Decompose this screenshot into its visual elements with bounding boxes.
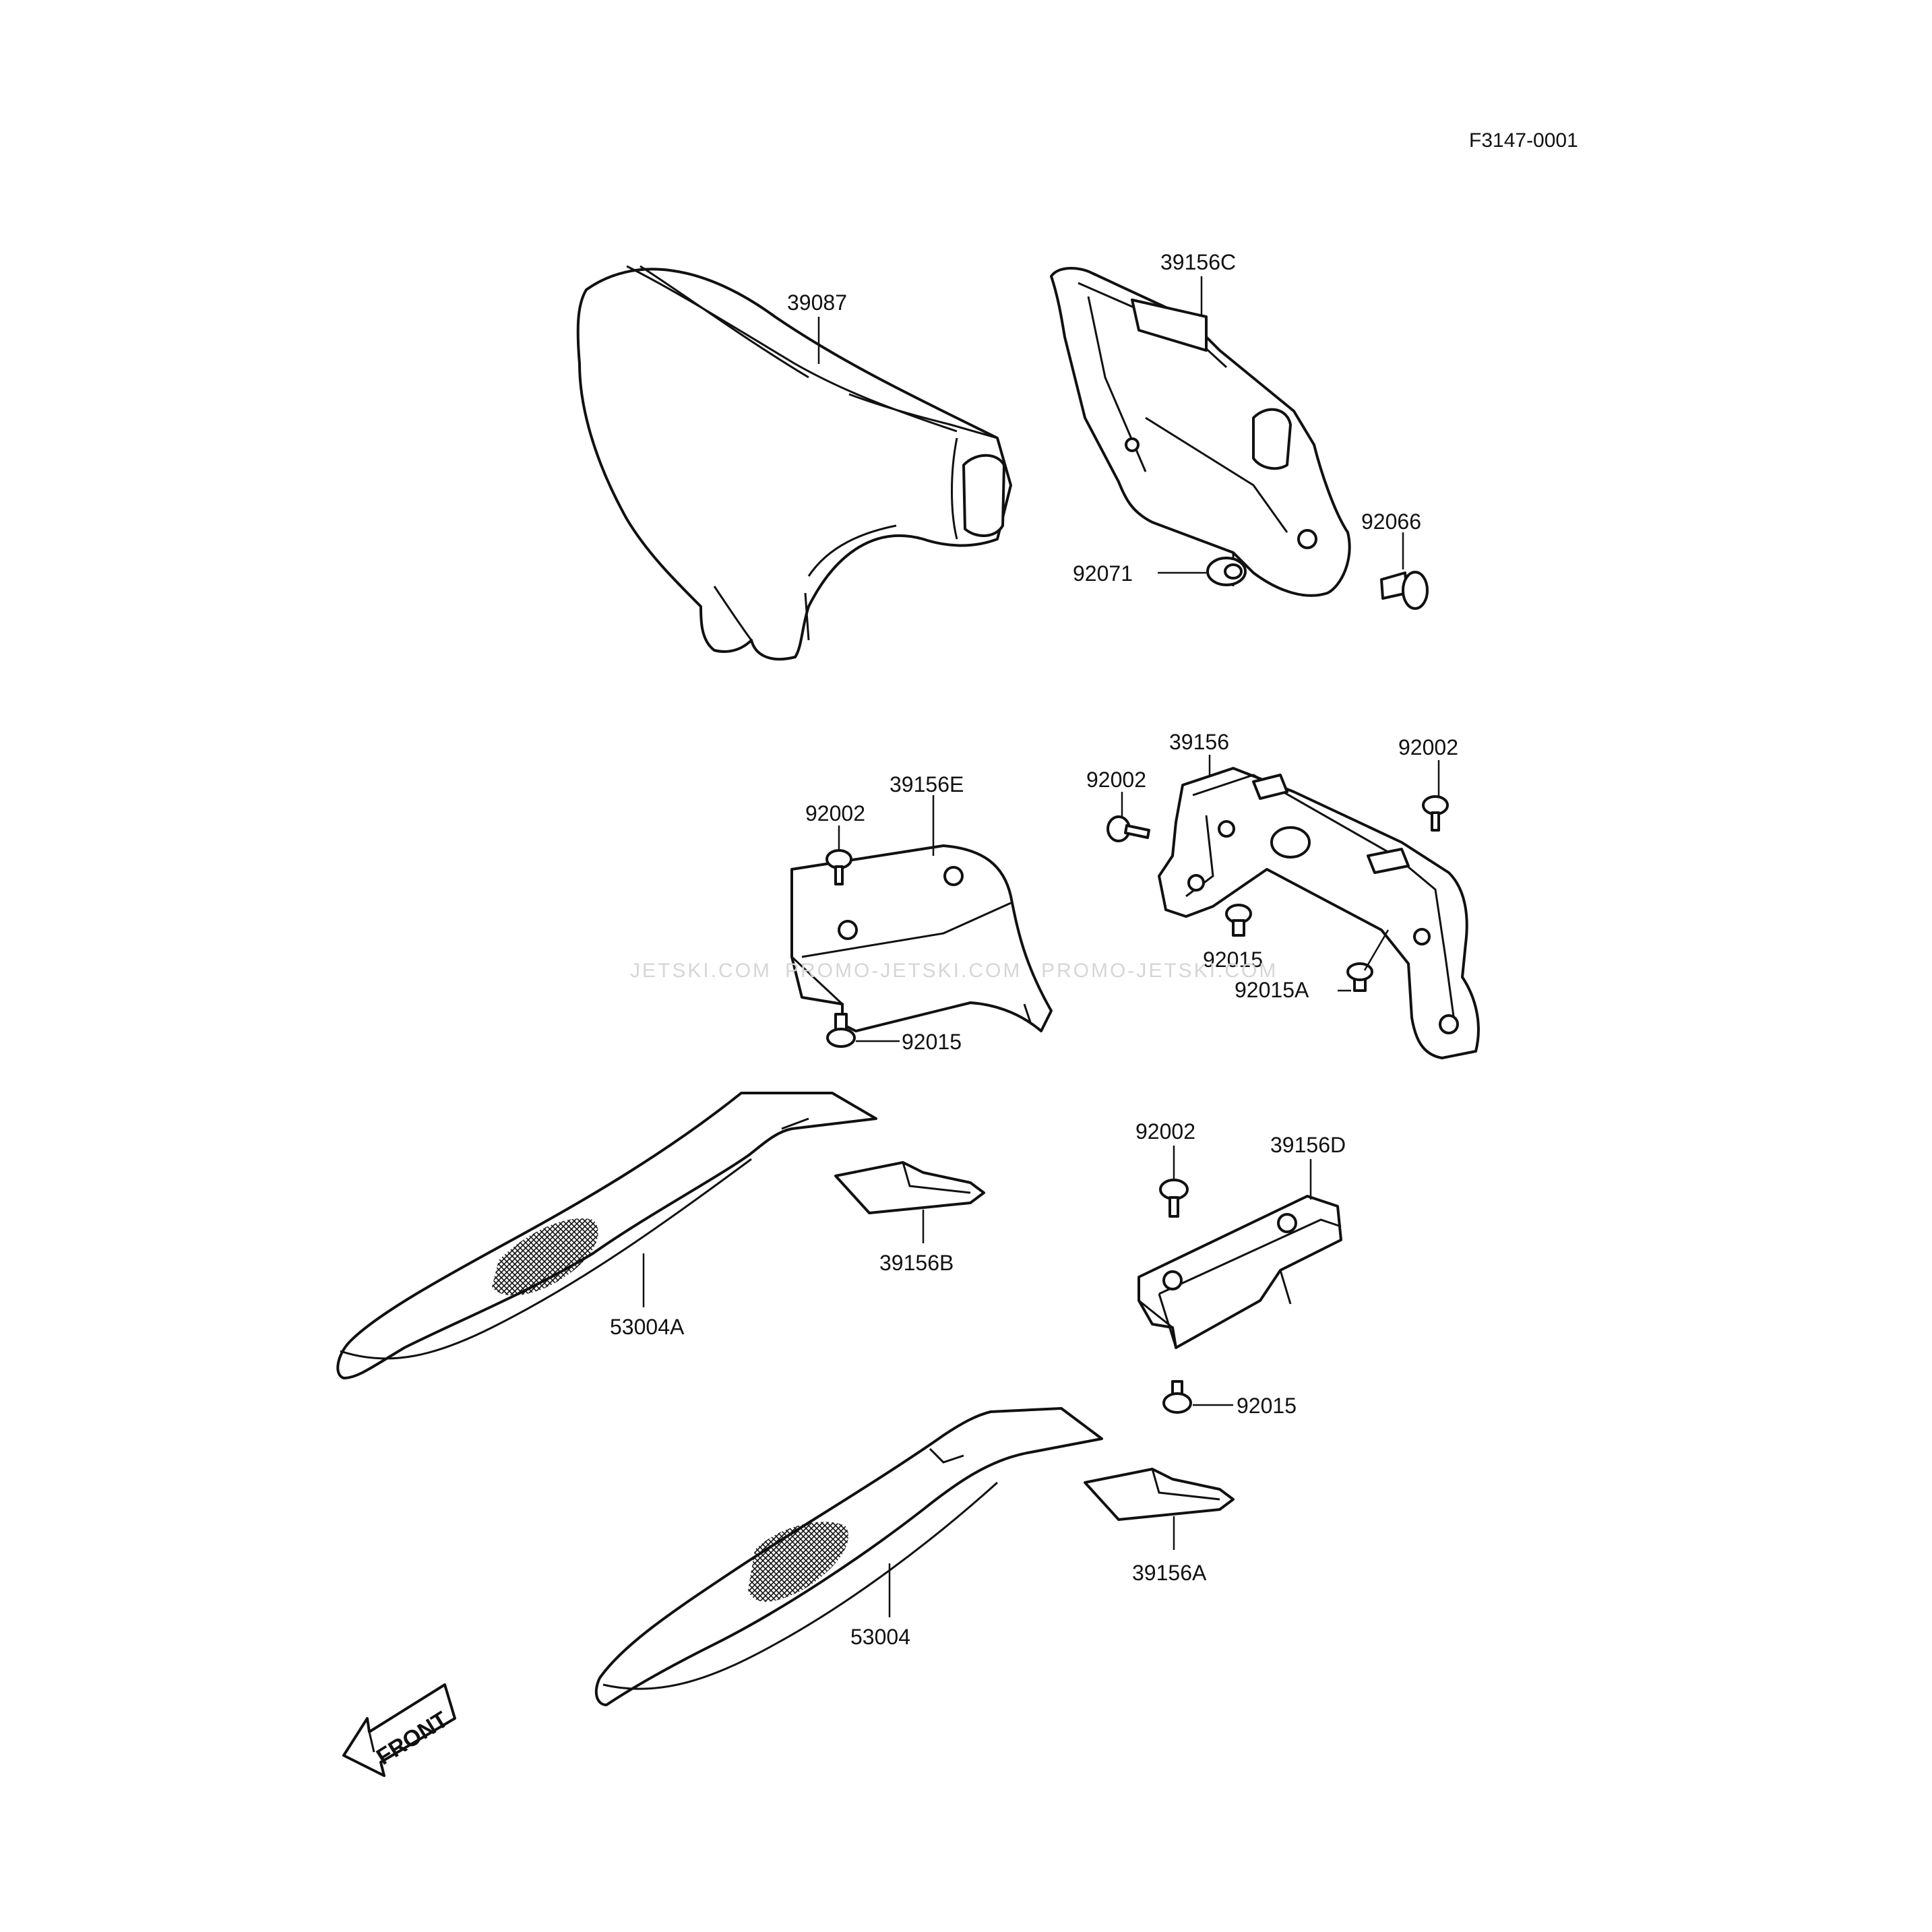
label-39156C: 39156C <box>1160 250 1236 274</box>
label-92002-left: 92002 <box>1086 768 1146 792</box>
label-53004A: 53004A <box>610 1315 685 1339</box>
reference-code: F3147-0001 <box>1469 129 1578 152</box>
grommet-92071 <box>1206 557 1247 586</box>
cover-39156C <box>1050 267 1351 597</box>
watermark-middle: PROMO-JETSKI.COM <box>785 960 1022 982</box>
label-39087: 39087 <box>787 290 847 315</box>
collar-92015-39156 <box>1225 904 1252 937</box>
watermark-left: JETSKI.COM <box>630 960 772 982</box>
label-39156E: 39156E <box>890 772 964 797</box>
collar-92015-39156E <box>826 1013 856 1048</box>
label-92002-right: 92002 <box>1398 735 1458 759</box>
label-92066: 92066 <box>1361 509 1421 534</box>
screw-92002-39156D <box>1159 1179 1189 1218</box>
mat-53004 <box>594 1407 1103 1706</box>
label-92015A: 92015A <box>1235 978 1309 1002</box>
plug-92066 <box>1380 571 1429 610</box>
label-92071: 92071 <box>1073 561 1133 586</box>
bracket-39156 <box>1158 767 1480 1059</box>
label-92015-39156D: 92015 <box>1237 1394 1297 1418</box>
label-92015-39156E: 92015 <box>902 1030 962 1054</box>
label-39156A: 39156A <box>1132 1561 1207 1585</box>
clip-39156A <box>1084 1468 1235 1521</box>
bracket-39156D <box>1138 1195 1342 1349</box>
label-92015-39156: 92015 <box>1203 947 1263 972</box>
handlebar-pad-39087 <box>576 265 1012 661</box>
label-92002-39156E: 92002 <box>805 801 865 825</box>
collar-92015-39156D <box>1162 1380 1192 1414</box>
screw-92002-left <box>1107 815 1150 842</box>
mat-53004A <box>336 1092 877 1379</box>
label-39156B: 39156B <box>879 1251 954 1275</box>
screw-92002-right <box>1422 795 1449 832</box>
clip-39156B <box>834 1161 985 1214</box>
front-arrow: FRONT <box>342 1683 456 1777</box>
watermark-right: PROMO-JETSKI.COM <box>1041 960 1278 982</box>
label-39156: 39156 <box>1169 730 1229 754</box>
label-53004: 53004 <box>850 1625 910 1649</box>
collar-92015A <box>1346 962 1373 992</box>
label-92002-39156D: 92002 <box>1135 1119 1195 1144</box>
bracket-39156E <box>790 844 1053 1032</box>
label-39156D: 39156D <box>1270 1133 1346 1157</box>
